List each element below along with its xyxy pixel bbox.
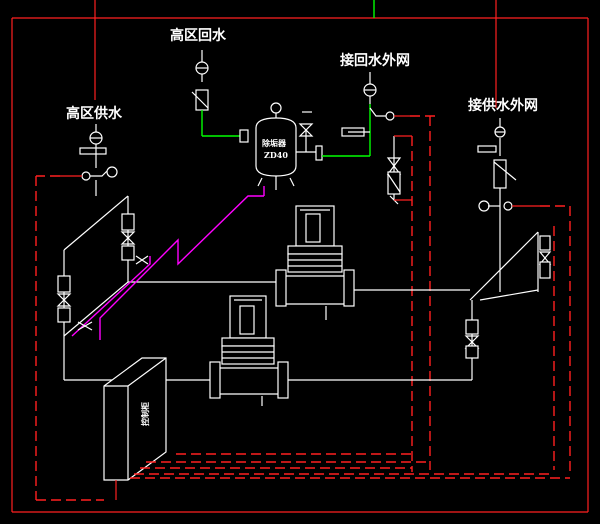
left-manifold [56, 195, 276, 381]
right-manifold [464, 231, 552, 380]
high-zone-return-label: 高区回水 [170, 27, 227, 44]
drawing-frame [11, 0, 589, 513]
pump-upper [275, 205, 470, 320]
supply-network-branch [477, 118, 571, 472]
return-network-branch [322, 72, 436, 472]
supply-network-label: 接供水外网 [468, 97, 538, 114]
high-zone-supply-label: 高区供水 [66, 105, 123, 122]
pump-lower [209, 295, 472, 406]
drain-lines [71, 186, 265, 340]
high-zone-return-branch [191, 50, 249, 143]
control-cabinet: 控制柜 [103, 357, 167, 481]
descaler-model: ZD40 [264, 150, 288, 160]
cable-bundle [115, 453, 570, 500]
control-cabinet-label: 控制柜 [140, 402, 150, 426]
return-network-label: 接回水外网 [340, 52, 410, 69]
descaler-tank: 除垢器 ZD40 [255, 102, 323, 190]
high-zone-supply-branch [35, 124, 118, 501]
descaler-name: 除垢器 [262, 138, 287, 148]
